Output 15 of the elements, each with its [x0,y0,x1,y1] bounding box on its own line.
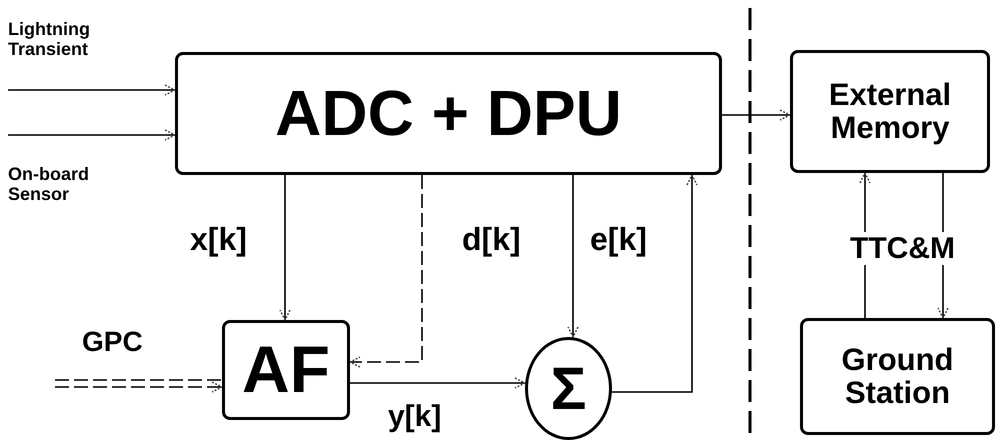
arrow [8,129,176,141]
arrow [54,379,223,393]
arrow [350,377,526,389]
process-box: AF [222,320,350,420]
arrow [8,84,176,96]
arrow [567,175,579,338]
process-box: External Memory [790,50,990,173]
arrow [349,175,423,368]
process-box: Ground Station [800,318,995,435]
summing-junction: Σ [525,337,612,440]
signal-label: TTC&M [850,232,955,265]
process-box: ADC + DPU [175,52,722,175]
arrow [279,175,291,321]
arrow [722,109,791,121]
arrow [612,174,698,393]
